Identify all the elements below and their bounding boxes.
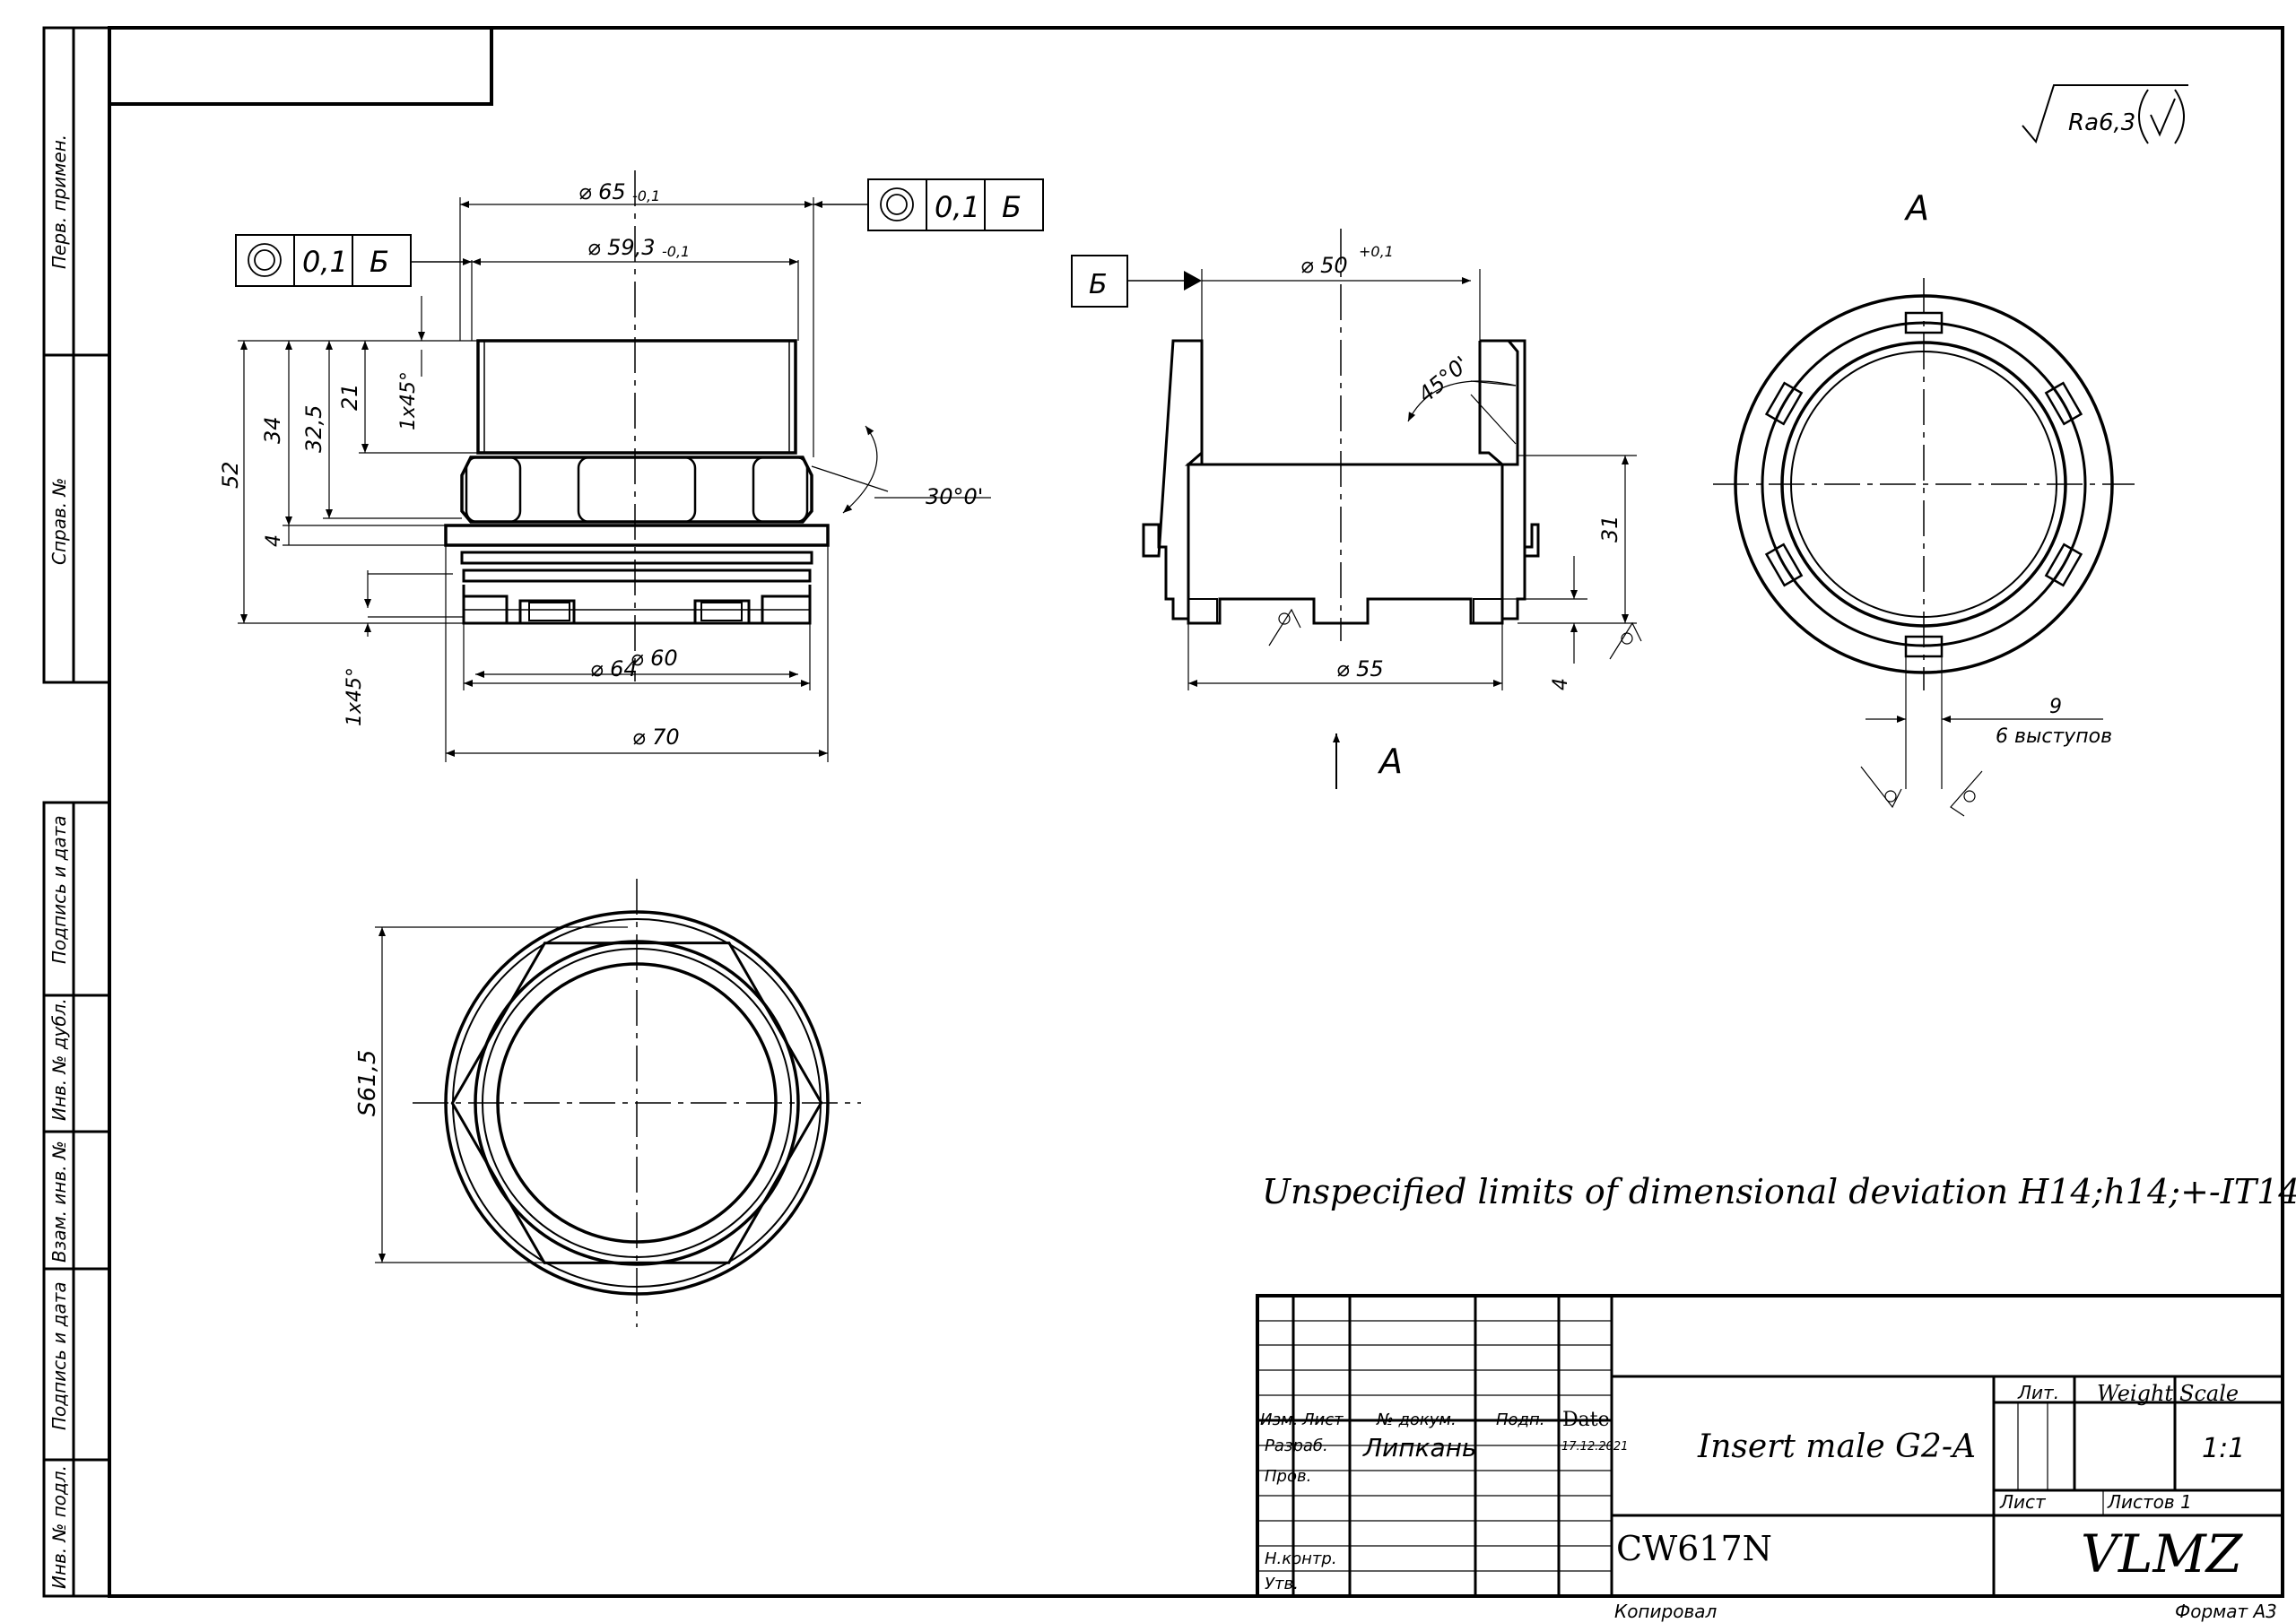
tb-author-date: 17.12.2021: [1561, 1440, 1628, 1454]
dim-angle45: 45°0': [1413, 352, 1474, 408]
dim-d60: ⌀ 60: [631, 646, 678, 671]
side-perv: Перв. примен.: [48, 135, 70, 269]
tb-izm: Изм.: [1260, 1410, 1298, 1429]
tb-scale-val: 1:1: [2202, 1433, 2245, 1464]
dim-d65-tol: -0,1: [632, 187, 660, 204]
tol1-datum: Б: [370, 245, 389, 279]
tb-nkontr: Н.контр.: [1265, 1549, 1337, 1568]
tol2-value: 0,1: [935, 190, 980, 224]
dim-d50-tol: +0,1: [1359, 243, 1394, 260]
dim-ch-top: 1x45°: [397, 371, 420, 430]
dim-d70: ⌀ 70: [632, 725, 680, 750]
roughness-symbol: Ra6,3: [2022, 84, 2188, 144]
view-arrow-label: A: [1377, 742, 1403, 781]
hex-view: S61,5: [354, 879, 861, 1327]
dim-h21: 21: [337, 383, 362, 411]
side-vzam: Взам. инв. №: [48, 1141, 70, 1263]
tb-sheets: Листов 1: [2107, 1491, 2192, 1513]
tol1-value: 0,1: [302, 245, 348, 279]
tb-sheet: Лист: [1999, 1491, 2047, 1513]
dim-h325: 32,5: [301, 405, 326, 453]
dim-lugs: 6 выступов: [1996, 725, 2112, 748]
datum-b: Б: [1089, 269, 1108, 300]
dim-s615: S61,5: [354, 1050, 381, 1116]
side-stamp: Перв. примен. Справ. № Подпись и дата Ин…: [48, 135, 70, 1589]
title-block: Изм. Лист № докум. Подп. Date Разраб. Ли…: [1256, 1294, 2284, 1622]
side-inv-podl: Инв. № подл.: [48, 1465, 70, 1589]
side-sprav: Справ. №: [48, 478, 70, 565]
dim-h34: 34: [260, 416, 285, 444]
dim-d55: ⌀ 55: [1336, 656, 1384, 681]
dim-angle30: 30°0': [926, 484, 983, 509]
roughness-value: Ra6,3: [2068, 109, 2135, 136]
tb-name: Insert male G2-A: [1697, 1428, 1976, 1465]
tb-utv: Утв.: [1265, 1575, 1299, 1593]
note-text: Unspecified limits of dimensional deviat…: [1262, 1172, 2296, 1211]
tb-format: Формат А3: [2175, 1601, 2277, 1622]
dim-d64: ⌀ 64: [590, 656, 638, 681]
tol2-datum: Б: [1002, 190, 1022, 224]
tb-ndokum: № докум.: [1376, 1410, 1457, 1429]
tb-material: CW617N: [1616, 1529, 1772, 1568]
dim-d593: ⌀ 59,3: [587, 235, 656, 260]
tb-kopiroval: Копировал: [1614, 1601, 1717, 1622]
dim-h31: 31: [1597, 515, 1622, 542]
tb-list: Лист: [1301, 1410, 1344, 1429]
dim-d50: ⌀ 50: [1300, 253, 1348, 278]
view-a-label: A: [1903, 188, 1929, 228]
tb-podp: Подп.: [1496, 1410, 1544, 1429]
side-inv-dubl: Инв. № дубл.: [48, 998, 70, 1121]
side-podp1: Подпись и дата: [48, 815, 70, 964]
tolerance-frame-1: 0,1 Б: [235, 234, 472, 287]
dim-h4b: 4: [1550, 678, 1572, 690]
tb-lit: Лит.: [2017, 1382, 2059, 1403]
sheet-frame: [42, 26, 2284, 1598]
dim-h4: 4: [263, 534, 285, 547]
tb-prov: Пров.: [1265, 1467, 1311, 1486]
dim-d65: ⌀ 65: [578, 179, 626, 204]
view-a: A 9 6 выступов: [1713, 188, 2135, 817]
dim-h52: 52: [218, 461, 243, 489]
tb-razrab: Разраб.: [1265, 1436, 1328, 1455]
tb-company: VLMZ: [2081, 1523, 2244, 1584]
tb-weight: Weight: [2097, 1381, 2173, 1406]
tb-author: Липкань: [1362, 1433, 1476, 1462]
tb-scale: Scale: [2179, 1381, 2239, 1406]
section-view: Б ⌀ 50 +0,1 45°0' 31 4: [1071, 229, 1642, 789]
side-podp2: Подпись и дата: [48, 1281, 70, 1430]
dim-w9: 9: [2049, 696, 2062, 718]
tolerance-frame-2: 0,1 Б: [813, 178, 1044, 231]
front-view: ⌀ 65 -0,1 ⌀ 59,3 -0,1 0,1 Б 0,1 Б: [218, 170, 1044, 762]
dim-d593-tol: -0,1: [662, 243, 690, 260]
tb-date: Date: [1562, 1409, 1610, 1431]
dim-ch-bottom: 1x45°: [344, 667, 366, 726]
